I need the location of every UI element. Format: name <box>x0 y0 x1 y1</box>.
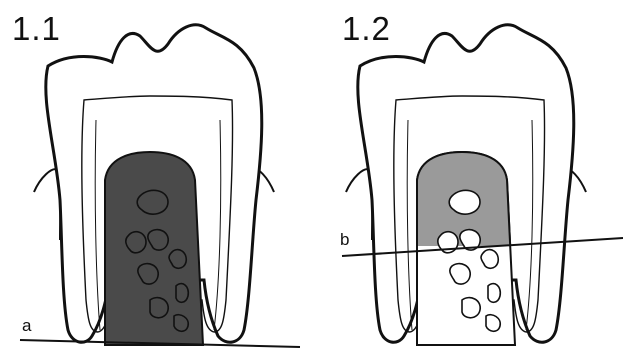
line-label-a: a <box>22 316 31 336</box>
panel-label: 1.2 <box>342 10 391 48</box>
tooth-diagram-1-1 <box>0 0 311 357</box>
line-label-b: b <box>340 230 349 250</box>
panel-label: 1.1 <box>12 10 61 48</box>
tooth-diagram-1-2 <box>312 0 623 357</box>
diagram-panel-1-2: 1.2 b <box>312 0 623 357</box>
diagram-panel-1-1: 1.1 a <box>0 0 311 357</box>
